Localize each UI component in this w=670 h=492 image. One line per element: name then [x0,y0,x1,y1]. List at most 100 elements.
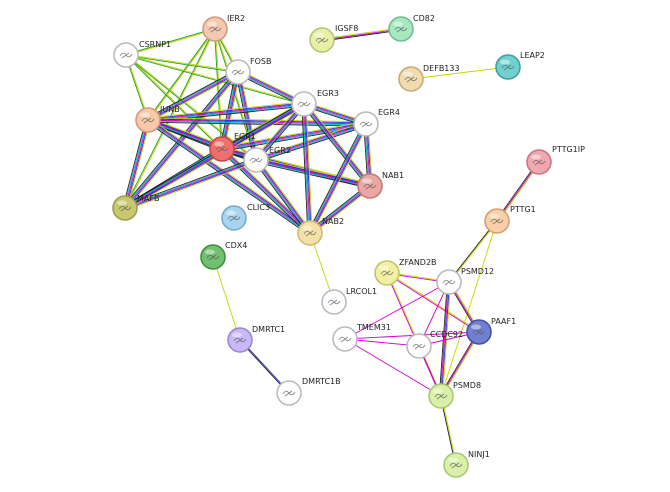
edge-evidence-line [255,159,311,234]
edge-egr2-egr4[interactable] [255,121,367,163]
node-defb133[interactable]: DEFB133 [398,64,460,92]
node-cdx4[interactable]: CDX4 [200,241,247,270]
protein-structure-icon [449,462,463,469]
node-cd82[interactable]: CD82 [388,14,435,42]
node-highlight [448,457,458,463]
edge-ier2-egr1[interactable] [214,28,223,150]
edge-evidence-line [305,102,373,185]
edge-evidence-line [220,150,309,235]
protein-structure-icon [490,218,504,225]
edge-igsf8-cd82[interactable] [321,27,402,42]
node-label: EGR1 [234,132,256,141]
node-paaf1[interactable]: PAAF1 [466,317,516,345]
node-label: LEAP2 [520,51,545,60]
edge-egr2-nab2[interactable] [253,158,313,235]
node-clic3[interactable]: CLIC3 [221,203,270,231]
edge-evidence-line [238,71,258,160]
node-dmrtc1[interactable]: DMRTC1 [227,325,285,353]
node-nab2[interactable]: NAB2 [297,217,344,246]
edge-pttg1-psmd8[interactable] [440,220,498,397]
edge-evidence-line [148,117,367,123]
node-csrnp1[interactable]: CSRNP1 [113,40,171,68]
node-label: PTTG1 [510,205,536,214]
node-dmrtc1b[interactable]: DMRTC1B [276,377,341,406]
node-highlight [471,324,481,330]
edge-egr4-nab2[interactable] [307,122,369,235]
node-egr3[interactable]: EGR3 [291,89,339,117]
node-fosb[interactable]: FOSB [225,57,271,85]
edge-evidence-line [147,121,366,127]
edge-evidence-line [344,338,442,397]
protein-structure-icon [141,117,155,124]
node-highlight [362,178,372,184]
edge-evidence-line [148,29,216,121]
node-label: CLIC3 [247,203,270,212]
node-ccdc92[interactable]: CCDC92 [406,330,463,359]
node-label: PTTG1IP [552,145,585,154]
edge-fosb-junb[interactable] [146,69,240,123]
protein-structure-icon [359,121,373,128]
protein-structure-icon [315,37,329,44]
edge-evidence-line [125,28,215,55]
node-ier2[interactable]: IER2 [202,14,245,42]
edge-csrnp1-egr1[interactable] [125,54,223,150]
node-highlight [117,200,127,206]
protein-structure-icon [434,393,448,400]
edge-junb-nab2[interactable] [146,117,312,236]
node-igsf8[interactable]: IGSF8 [309,24,358,53]
edge-defb133-leap2[interactable] [410,66,509,80]
node-label: PSMD8 [453,381,481,390]
protein-structure-icon [206,254,220,261]
node-leap2[interactable]: LEAP2 [495,51,545,80]
edge-junb-mafb[interactable] [122,119,151,209]
edge-cdx4-dmrtc1[interactable] [212,256,241,341]
edge-evidence-line [344,281,450,340]
edge-zfand2b-paaf1[interactable] [386,272,480,333]
node-label: PAAF1 [491,317,516,326]
edge-junb-egr4[interactable] [147,117,367,127]
node-label: EGR4 [378,108,400,117]
protein-structure-icon [282,390,296,397]
edge-fosb-mafb[interactable] [122,70,241,210]
edge-ier2-csrnp1[interactable] [125,28,216,56]
node-junb[interactable]: JUNB [135,105,180,133]
node-ninj1[interactable]: NINJ1 [443,450,490,478]
node-label: EGR2 [269,146,291,155]
edge-tmem31-psmd8[interactable] [344,338,442,397]
edge-egr3-nab1[interactable] [301,102,373,188]
node-nab1[interactable]: NAB1 [357,171,404,199]
node-psmd12[interactable]: PSMD12 [436,267,494,295]
edge-csrnp1-egr3[interactable] [125,54,305,105]
edge-pttg1-psmd12[interactable] [448,220,498,283]
edge-egr2-nab1[interactable] [255,157,371,189]
node-egr4[interactable]: EGR4 [353,108,400,137]
node-zfand2b[interactable]: ZFAND2B [374,258,437,286]
node-egr2[interactable]: EGR2 [243,146,291,173]
edge-evidence-line [214,29,222,150]
edge-evidence-line [449,221,498,283]
edge-evidence-line [148,72,239,122]
edge-evidence-line [302,104,310,234]
edge-evidence-line [122,70,237,207]
node-egr1[interactable]: EGR1 [209,132,256,162]
node-pttg1[interactable]: PTTG1 [484,205,536,234]
edge-evidence-line [440,220,498,397]
node-lrcol1[interactable]: LRCOL1 [321,287,377,315]
edge-csrnp1-fosb[interactable] [125,54,239,73]
node-tmem31[interactable]: TMEM31 [332,323,391,352]
edge-psmd12-tmem31[interactable] [344,281,450,340]
node-highlight [379,265,389,271]
edge-evidence-line [125,55,238,73]
edge-ier2-junb[interactable] [147,28,216,121]
edge-evidence-line [311,124,369,235]
node-pttg1ip[interactable]: PTTG1IP [526,145,585,175]
node-psmd8[interactable]: PSMD8 [428,381,481,409]
edge-evidence-line [125,55,304,105]
edge-evidence-line [255,123,367,161]
edge-evidence-line [310,124,368,234]
protein-structure-icon [412,343,426,350]
node-mafb[interactable]: MAFB [112,194,159,221]
edge-egr3-nab2[interactable] [301,103,313,234]
node-highlight [205,249,215,255]
edge-evidence-line [126,54,239,72]
